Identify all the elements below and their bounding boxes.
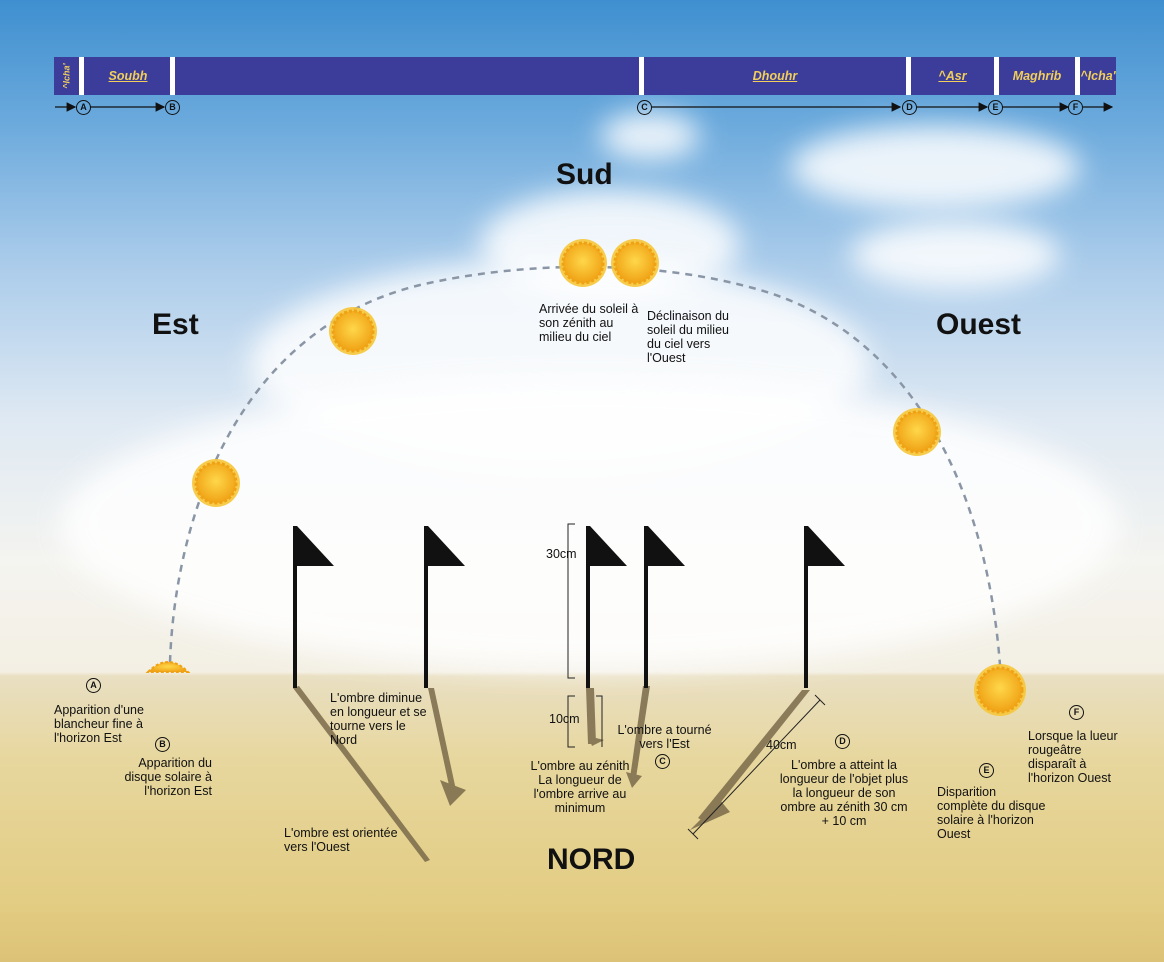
sun-decline-label: Déclinaison du soleil du milieu du ciel … bbox=[647, 309, 729, 365]
suns bbox=[145, 239, 1026, 716]
segment-label: Maghrib bbox=[1012, 69, 1062, 83]
timeline-separator bbox=[170, 57, 175, 95]
timeline-separator bbox=[79, 57, 84, 95]
timeline-separator bbox=[639, 57, 644, 95]
timeline-separator bbox=[1075, 57, 1080, 95]
event-marker-b: B bbox=[155, 737, 170, 752]
event-label-e: Disparition complète du disque solaire à… bbox=[937, 785, 1046, 841]
cloud bbox=[600, 112, 700, 160]
segment-dhouhr: Dhouhr bbox=[644, 57, 906, 95]
sun-icon bbox=[893, 408, 941, 456]
sun-icon bbox=[611, 239, 659, 287]
cloud bbox=[790, 125, 1080, 210]
direction-north: NORD bbox=[547, 843, 636, 876]
sun-rising-icon bbox=[145, 661, 191, 673]
segment-maghrib: Maghrib bbox=[999, 57, 1075, 95]
timeline-separator bbox=[994, 57, 999, 95]
direction-west: Ouest bbox=[936, 308, 1022, 341]
timeline-marker-e: E bbox=[988, 100, 1003, 115]
segment-label: Soubh bbox=[108, 69, 148, 83]
timeline-separator bbox=[906, 57, 911, 95]
sun-icon bbox=[559, 239, 607, 287]
event-marker-f: F bbox=[1069, 705, 1084, 720]
event-label-b: Apparition du disque solaire à l'horizon… bbox=[124, 756, 212, 798]
segment-soubh: Soubh bbox=[84, 57, 172, 95]
timeline-marker-c: C bbox=[637, 100, 652, 115]
sun-zenith-label: Arrivée du soleil à son zénith au milieu… bbox=[539, 302, 639, 344]
sun-icon bbox=[329, 307, 377, 355]
cloud bbox=[850, 220, 1060, 290]
segment-label: Dhouhr bbox=[752, 69, 798, 83]
direction-east: Est bbox=[152, 308, 199, 341]
sun-icon bbox=[974, 664, 1026, 716]
timeline-marker-d: D bbox=[902, 100, 917, 115]
measure-brackets bbox=[567, 523, 826, 840]
prayer-timeline-bar: ^Icha' Soubh Dhouhr ^Asr Maghrib ^Icha' bbox=[54, 57, 1116, 95]
segment-asr: ^Asr bbox=[911, 57, 994, 95]
shadow-zenith-label: L'ombre au zénith La longueur de l'ombre… bbox=[530, 759, 630, 815]
event-marker-d: D bbox=[835, 734, 850, 749]
event-label-c: L'ombre a tourné vers l'Est bbox=[617, 723, 712, 751]
timeline-marker-a: A bbox=[76, 100, 91, 115]
event-label-f: Lorsque la lueur rougeâtre disparaît à l… bbox=[1028, 729, 1118, 785]
segment-label: ^Asr bbox=[938, 69, 967, 83]
shadow-west-label: L'ombre est orientée vers l'Ouest bbox=[284, 826, 398, 854]
sun-icon bbox=[192, 459, 240, 507]
segment-label: ^Icha' bbox=[1080, 69, 1116, 83]
shadow-diminish-label: L'ombre diminue en longueur et se tourne… bbox=[330, 691, 427, 747]
measure-zenith-shadow: 10cm bbox=[549, 712, 580, 726]
event-marker-c: C bbox=[655, 754, 670, 769]
event-marker-e: E bbox=[979, 763, 994, 778]
flags bbox=[293, 526, 845, 688]
event-label-d: L'ombre a atteint la longueur de l'objet… bbox=[779, 758, 909, 828]
measure-object-height: 30cm bbox=[546, 547, 577, 561]
event-label-a: Apparition d'une blancheur fine à l'hori… bbox=[54, 703, 144, 745]
segment-icha-end: ^Icha' bbox=[1080, 57, 1116, 95]
shadows bbox=[293, 686, 810, 862]
measure-asr-shadow: 40cm bbox=[766, 738, 797, 752]
timeline-marker-f: F bbox=[1068, 100, 1083, 115]
timeline-marker-b: B bbox=[165, 100, 180, 115]
event-marker-a: A bbox=[86, 678, 101, 693]
direction-south: Sud bbox=[556, 158, 613, 191]
